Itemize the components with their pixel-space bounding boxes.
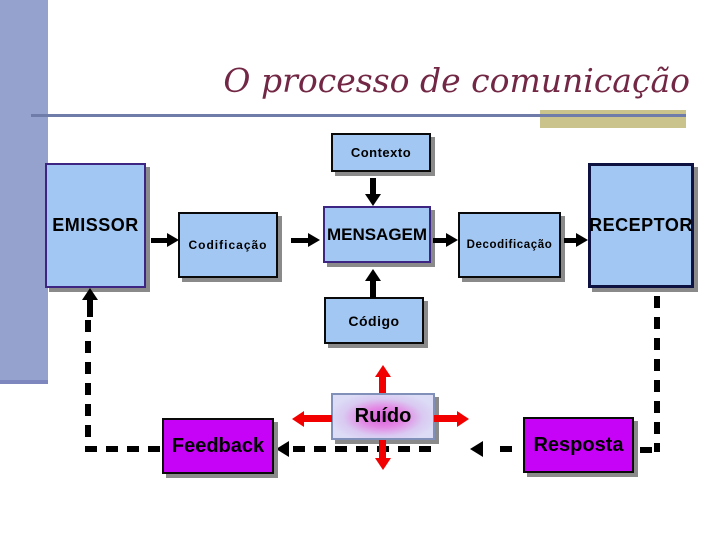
- feedback-path-left-vertical: [85, 320, 91, 448]
- node-contexto-label: Contexto: [350, 145, 412, 160]
- node-mensagem: MENSAGEM: [323, 206, 431, 263]
- slide-title: O processo de comunicação: [223, 61, 690, 100]
- feedback-path-to-feedback: [85, 446, 162, 452]
- node-emissor-label: EMISSOR: [52, 215, 139, 235]
- arrowhead-into-feedback: [276, 441, 289, 457]
- feedback-path-under-noise: [293, 446, 438, 452]
- node-receptor-label: RECEPTOR: [589, 215, 693, 235]
- node-codificacao: Codificação: [178, 212, 278, 278]
- node-ruido: Ruído: [331, 393, 435, 440]
- node-contexto: Contexto: [331, 133, 431, 172]
- node-codificacao-label: Codificação: [188, 238, 268, 252]
- feedback-path-resposta-left: [500, 446, 520, 452]
- node-emissor: EMISSOR: [45, 163, 146, 288]
- node-receptor: RECEPTOR: [588, 163, 694, 288]
- node-decodificacao: Decodificação: [458, 212, 561, 278]
- node-decodificacao-label: Decodificação: [466, 239, 553, 251]
- left-accent-bar: [0, 0, 48, 384]
- node-ruido-label: Ruído: [354, 405, 412, 427]
- node-resposta-label: Resposta: [533, 433, 624, 456]
- title-underline-highlight: [540, 110, 686, 128]
- node-mensagem-label: MENSAGEM: [326, 224, 428, 244]
- node-feedback: Feedback: [162, 418, 274, 474]
- title-underline: [31, 114, 686, 117]
- node-codigo-label: Código: [348, 312, 400, 329]
- feedback-path-receptor-vertical: [654, 296, 660, 452]
- node-codigo: Código: [324, 297, 424, 344]
- feedback-path-receptor-elbow: [640, 447, 660, 453]
- node-resposta: Resposta: [523, 417, 634, 473]
- arrowhead-from-resposta: [470, 441, 483, 457]
- node-feedback-label: Feedback: [171, 434, 265, 457]
